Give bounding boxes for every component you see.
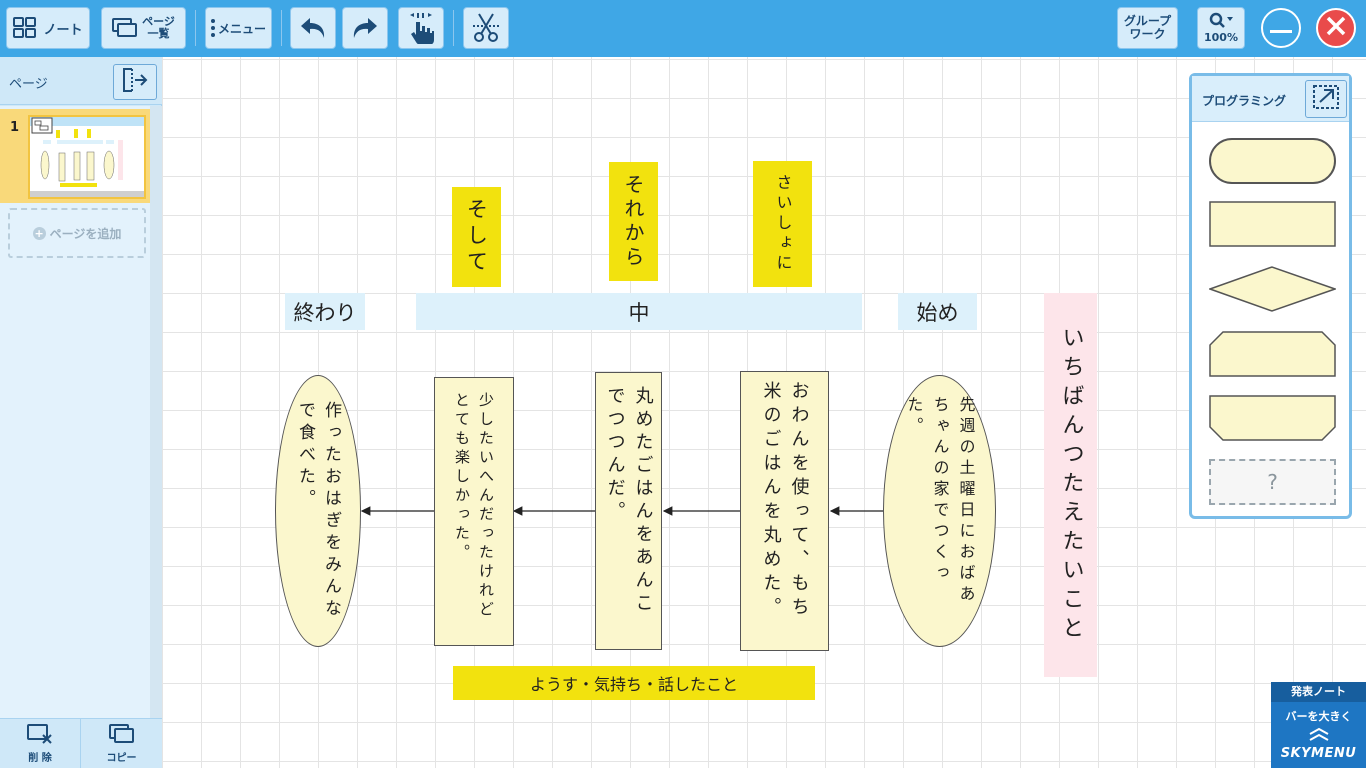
copy-page-button[interactable]: コピー xyxy=(81,719,162,768)
undo-button[interactable] xyxy=(290,7,336,49)
minimize-button[interactable] xyxy=(1261,8,1301,48)
zoom-level: 100% xyxy=(1204,31,1238,44)
redo-button[interactable] xyxy=(342,7,388,49)
sidebar-footer: 削 除 コピー xyxy=(0,718,162,768)
group-work-label-line2: ワーク xyxy=(1129,27,1166,41)
skymenu-logo: SKYMENU xyxy=(1280,746,1357,761)
shape-loop-start[interactable] xyxy=(1209,331,1336,377)
group-work-label: グループ ワーク xyxy=(1124,15,1171,41)
palette-header: プログラミング xyxy=(1192,76,1349,122)
menu-button-label: メニュー xyxy=(217,21,266,36)
page-list-label: ページ 一覧 xyxy=(142,16,175,40)
shape-unknown[interactable]: ? xyxy=(1209,459,1336,505)
touch-button[interactable] xyxy=(398,7,444,49)
magnifier-icon xyxy=(1208,12,1234,30)
close-button[interactable] xyxy=(1316,8,1356,48)
page-number: 1 xyxy=(10,120,20,135)
close-icon xyxy=(1326,16,1346,40)
page-thumbnail[interactable] xyxy=(28,115,146,199)
footer-label-note[interactable]: ようす・気持ち・話したこと xyxy=(453,666,815,700)
menu-button[interactable]: メニュー xyxy=(205,7,272,49)
delete-page-icon xyxy=(27,724,53,747)
shape-terminator[interactable] xyxy=(1209,138,1336,184)
footer-label-text: ようす・気持ち・話したこと xyxy=(529,675,738,694)
zoom-button[interactable]: 100% xyxy=(1197,7,1245,49)
programming-palette: プログラミング ? xyxy=(1189,73,1352,519)
flow-step-3-text: 少したいへんだったけれどとても楽しかった。 xyxy=(453,391,495,620)
palette-expand-button[interactable] xyxy=(1305,80,1347,118)
sidebar-header: ページ xyxy=(0,57,162,105)
redo-icon xyxy=(350,15,380,41)
shape-process[interactable] xyxy=(1209,201,1336,247)
grid-icon xyxy=(13,17,37,39)
flow-step-2[interactable]: 丸めたごはんをあんこでつつんだ。 xyxy=(595,372,662,650)
flow-step-2-text: 丸めたごはんをあんこでつつんだ。 xyxy=(604,386,654,616)
toolbar-divider xyxy=(195,10,196,46)
presentation-bar-button[interactable]: 発表ノート バーを大きく SKYMENU xyxy=(1271,682,1366,768)
group-work-label-line1: グループ xyxy=(1123,14,1172,28)
delete-page-button[interactable]: 削 除 xyxy=(0,719,81,768)
shape-decision[interactable] xyxy=(1209,266,1336,312)
toolbar-divider xyxy=(281,10,282,46)
section-header-middle[interactable]: 中 xyxy=(416,293,862,330)
sidebar-title: ページ xyxy=(9,77,48,92)
presentation-note-label: 発表ノート xyxy=(1271,682,1366,702)
section-header-middle-text: 中 xyxy=(628,300,650,325)
undo-icon xyxy=(298,15,328,41)
enlarge-bar-label: バーを大きく xyxy=(1285,710,1352,723)
section-header-start-text: 始め xyxy=(916,300,959,325)
sidebar-collapse-button[interactable] xyxy=(113,64,157,100)
shape-loop-end[interactable] xyxy=(1209,395,1336,441)
palette-title: プログラミング xyxy=(1202,94,1287,108)
transition-note-saisho[interactable]: さいしょに xyxy=(753,161,812,287)
section-header-start[interactable]: 始め xyxy=(898,293,977,330)
add-page-label: ページを追加 xyxy=(49,226,122,241)
page-list-scrollbar[interactable] xyxy=(150,106,162,718)
hand-pointer-icon xyxy=(406,12,436,44)
page-list-item[interactable]: 1 xyxy=(0,109,150,203)
shape-unknown-label: ? xyxy=(1267,470,1278,494)
flow-start-oval-text: 先週の土曜日におばあちゃんの家でつくった。 xyxy=(904,396,976,606)
top-toolbar: ノート ページ 一覧 メニュー xyxy=(0,0,1366,57)
transition-note-saisho-text: さいしょに xyxy=(773,174,793,274)
scissors-icon xyxy=(471,12,501,44)
cut-button[interactable] xyxy=(463,7,509,49)
expand-arrow-icon xyxy=(1312,84,1340,114)
theme-note[interactable]: いちばんつたえたいこと xyxy=(1044,293,1097,677)
flow-end-oval[interactable]: 作ったおはぎをみんなで食べた。 xyxy=(275,375,361,647)
transition-note-sorekara-text: それから xyxy=(621,173,645,270)
toolbar-divider xyxy=(453,10,454,46)
copy-page-icon xyxy=(108,724,135,747)
note-button-label: ノート xyxy=(43,22,83,38)
transition-note-soshite-text: そして xyxy=(464,198,489,276)
transition-note-soshite[interactable]: そして xyxy=(452,187,501,287)
flow-step-3[interactable]: 少したいへんだったけれどとても楽しかった。 xyxy=(434,377,514,646)
page-list-label-line1: ページ xyxy=(142,15,175,28)
section-header-end[interactable]: 終わり xyxy=(285,293,365,330)
page-list-label-line2: 一覧 xyxy=(147,27,170,40)
pages-icon xyxy=(112,17,138,39)
plus-icon: + xyxy=(32,226,46,240)
copy-page-label: コピー xyxy=(106,753,137,764)
page-list: 1 xyxy=(0,106,150,718)
section-header-end-text: 終わり xyxy=(293,300,357,325)
flow-end-oval-text: 作ったおはぎをみんなで食べた。 xyxy=(295,401,341,621)
theme-note-text: いちばんつたえたいこと xyxy=(1058,325,1084,645)
minus-icon xyxy=(1270,19,1292,38)
kebab-icon xyxy=(210,19,215,37)
flow-step-1[interactable]: おわんを使って、もち米のごはんを丸めた。 xyxy=(740,371,829,651)
double-chevron-up-icon xyxy=(1308,726,1330,745)
collapse-panel-icon xyxy=(121,67,149,97)
delete-page-label: 削 除 xyxy=(28,753,52,764)
note-canvas[interactable]: そして それから さいしょに 終わり 中 始め いちばんつたえたいこと 先週の土… xyxy=(162,57,1366,768)
add-page-button[interactable]: + ページを追加 xyxy=(8,208,146,258)
transition-note-sorekara[interactable]: それから xyxy=(609,162,658,281)
flow-start-oval[interactable]: 先週の土曜日におばあちゃんの家でつくった。 xyxy=(883,375,996,647)
note-button[interactable]: ノート xyxy=(6,7,90,49)
group-work-button[interactable]: グループ ワーク xyxy=(1117,7,1178,49)
page-sidebar: ページ 1 xyxy=(0,57,162,768)
page-list-button[interactable]: ページ 一覧 xyxy=(101,7,186,49)
flow-step-1-text: おわんを使って、もち米のごはんを丸めた。 xyxy=(760,381,810,621)
